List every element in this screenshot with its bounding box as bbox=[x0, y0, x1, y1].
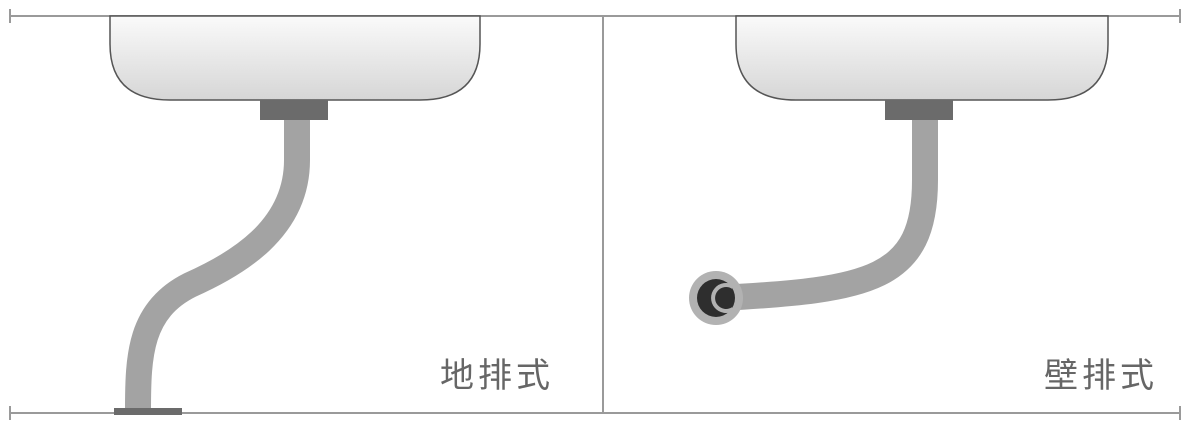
drain-pipe-wall bbox=[719, 120, 938, 311]
basin-right bbox=[735, 15, 1109, 101]
wall-drain-panel bbox=[689, 15, 1109, 325]
floor-drain-label: 地排式 bbox=[440, 356, 554, 396]
wall-outlet-elbow bbox=[711, 283, 735, 313]
wall-drain-label: 壁排式 bbox=[1044, 356, 1158, 396]
floor-drain-panel bbox=[109, 15, 481, 415]
drain-flange-left bbox=[260, 100, 328, 120]
basin-left bbox=[109, 15, 481, 101]
floor-outlet-flange bbox=[114, 408, 182, 415]
drain-flange-right bbox=[885, 100, 953, 120]
wall-outlet-fitting bbox=[697, 279, 735, 317]
drain-pipe-floor bbox=[125, 120, 310, 411]
